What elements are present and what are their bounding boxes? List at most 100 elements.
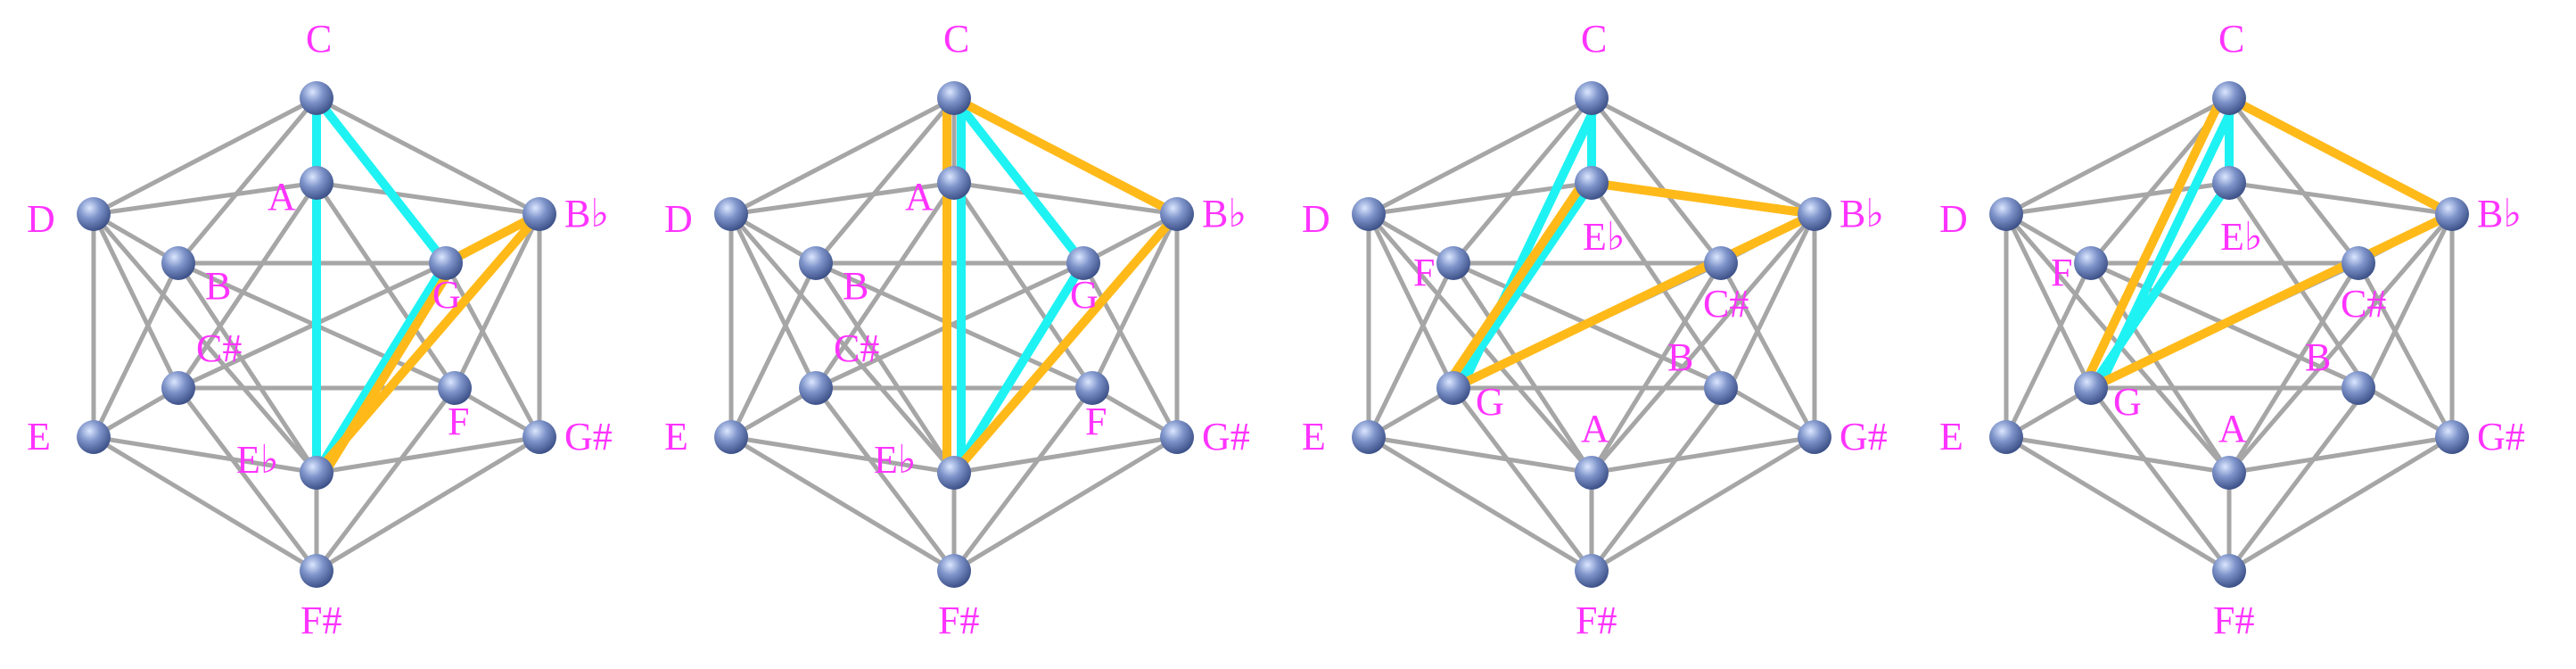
node-Gs bbox=[523, 420, 556, 454]
note-label-E: E bbox=[1302, 415, 1326, 458]
edge bbox=[176, 260, 319, 475]
highlight-edge-C-G bbox=[2079, 90, 2227, 390]
node-group bbox=[77, 81, 556, 588]
note-label-Fs: F# bbox=[300, 599, 342, 642]
highlight-edge-C-Bb bbox=[950, 94, 1181, 219]
edge bbox=[314, 180, 457, 391]
edge bbox=[1366, 260, 1456, 440]
highlight-group bbox=[942, 94, 1181, 477]
note-label-E: E bbox=[1939, 415, 1963, 458]
node-B bbox=[1704, 371, 1738, 405]
note-label-Eb: E♭ bbox=[874, 438, 917, 482]
edge bbox=[728, 211, 819, 391]
note-label-Cs: C# bbox=[196, 326, 242, 370]
edge-group bbox=[728, 95, 1180, 574]
edge bbox=[91, 260, 181, 440]
edge bbox=[443, 260, 542, 440]
node-D bbox=[77, 197, 111, 231]
edge bbox=[728, 434, 957, 574]
node-A bbox=[1575, 456, 1609, 490]
highlight-edge-C-G bbox=[950, 94, 1088, 268]
edge bbox=[728, 260, 819, 440]
edge bbox=[2365, 211, 2455, 391]
note-label-C: C bbox=[306, 17, 332, 61]
edge bbox=[813, 385, 957, 574]
note-label-Eb: E♭ bbox=[236, 438, 279, 482]
note-label-Bb: B♭ bbox=[1839, 192, 1884, 235]
note-label-Fs: F# bbox=[1576, 599, 1617, 642]
edge bbox=[176, 180, 319, 391]
highlight-edge-G-Bb bbox=[1449, 210, 1819, 392]
node-B bbox=[799, 246, 833, 280]
note-label-A: A bbox=[1581, 407, 1609, 450]
highlight-edge-Eb-G bbox=[2086, 178, 2234, 392]
edge bbox=[1589, 385, 1732, 574]
edge bbox=[951, 434, 1180, 475]
node-E bbox=[1989, 420, 2023, 454]
edge bbox=[2226, 260, 2361, 475]
edge bbox=[1081, 260, 1180, 440]
highlight-group bbox=[2079, 90, 2457, 396]
node-Cs bbox=[2341, 246, 2375, 280]
node-G bbox=[429, 246, 463, 280]
node-C bbox=[2212, 81, 2246, 115]
edge bbox=[91, 211, 319, 475]
node-C bbox=[937, 81, 971, 115]
highlight-edge-Eb-Bb bbox=[1587, 178, 1819, 219]
note-label-G: G bbox=[1070, 273, 1099, 317]
note-label-Cs: C# bbox=[1703, 282, 1749, 326]
note-label-F: F bbox=[1085, 400, 1107, 443]
node-B bbox=[2341, 371, 2375, 405]
edge bbox=[91, 434, 319, 574]
node-E bbox=[714, 420, 748, 454]
edge bbox=[1451, 260, 1594, 475]
edge bbox=[1366, 434, 1594, 475]
node-Cs bbox=[161, 371, 195, 405]
edge bbox=[2226, 95, 2361, 266]
edge bbox=[1451, 95, 1594, 266]
edge bbox=[91, 434, 319, 475]
edge bbox=[2088, 260, 2232, 475]
node-Gs bbox=[1160, 420, 1194, 454]
edge bbox=[2004, 95, 2232, 217]
node-C bbox=[300, 81, 333, 115]
node-G bbox=[2074, 371, 2108, 405]
note-label-Fs: F# bbox=[2213, 599, 2254, 642]
edge bbox=[1090, 211, 1180, 391]
edge bbox=[2088, 385, 2232, 574]
edge bbox=[728, 211, 957, 475]
node-Fs bbox=[1575, 554, 1609, 588]
node-Cs bbox=[799, 371, 833, 405]
node-G bbox=[1066, 246, 1100, 280]
node-A bbox=[937, 166, 971, 200]
node-F bbox=[1436, 246, 1470, 280]
note-label-B: B bbox=[1667, 335, 1693, 379]
edge bbox=[2004, 260, 2094, 440]
edge bbox=[1589, 95, 1817, 217]
note-label-Bb: B♭ bbox=[2477, 192, 2522, 235]
node-A bbox=[2212, 456, 2246, 490]
node-Gs bbox=[2435, 420, 2469, 454]
note-label-Gs: G# bbox=[1202, 415, 1250, 458]
edge bbox=[951, 434, 1180, 574]
edge bbox=[2226, 385, 2370, 574]
node-F bbox=[438, 371, 472, 405]
note-label-Gs: G# bbox=[2477, 415, 2525, 458]
edge bbox=[91, 211, 181, 391]
note-label-B: B bbox=[843, 264, 868, 308]
highlight-edge-Eb-G bbox=[317, 262, 457, 482]
node-Gs bbox=[1798, 420, 1831, 454]
note-label-C: C bbox=[2218, 17, 2244, 61]
edge bbox=[951, 180, 1095, 391]
edge bbox=[2004, 434, 2232, 475]
node-D bbox=[1352, 197, 1386, 231]
note-label-G: G bbox=[2113, 380, 2142, 424]
highlight-edge-C-G bbox=[312, 94, 450, 268]
